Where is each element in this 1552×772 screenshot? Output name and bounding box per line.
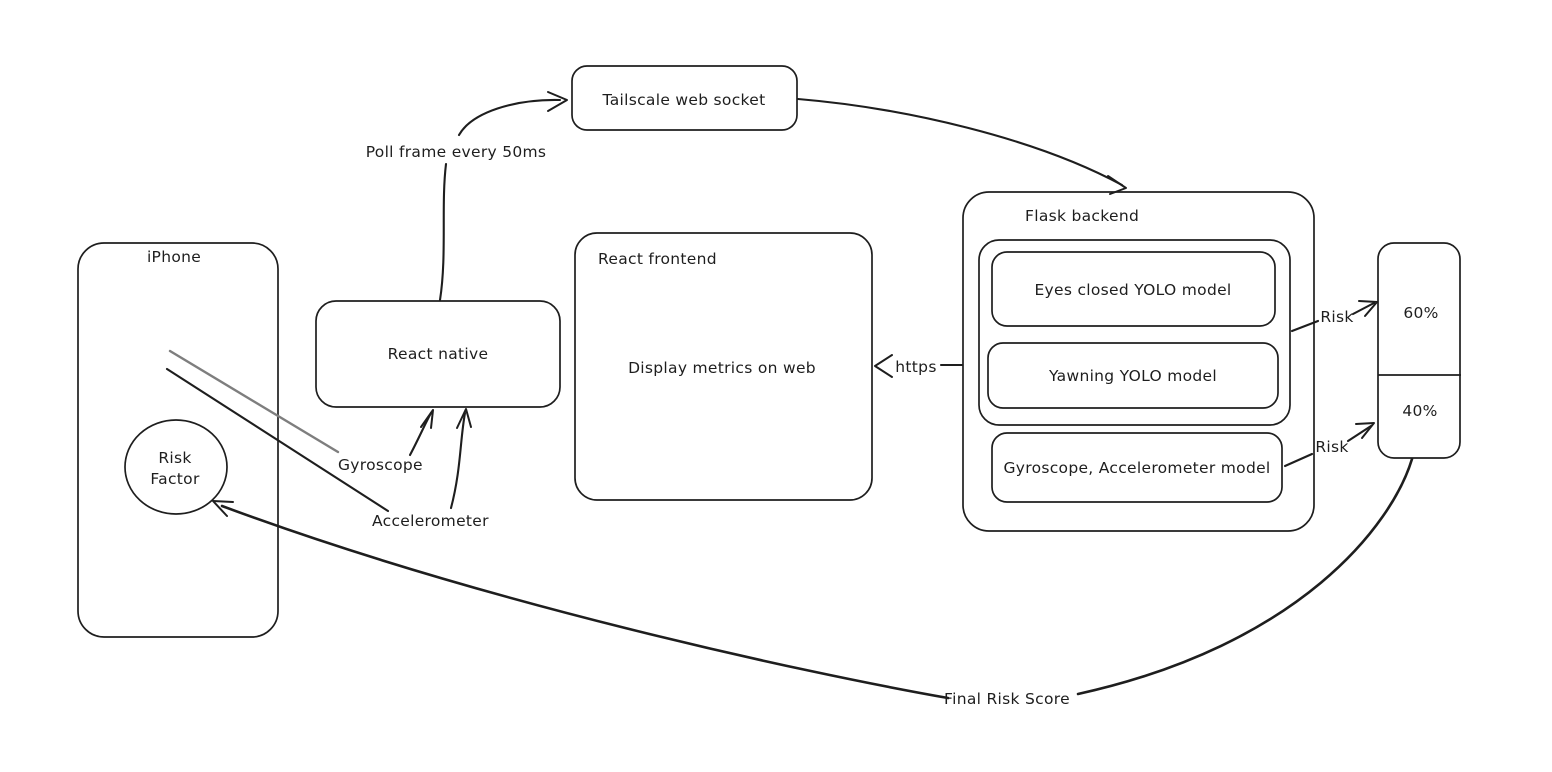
tailscale-to-flask-arrow	[796, 97, 1124, 187]
final-risk-arrowhead	[212, 500, 234, 517]
risk-bottom-arrowhead	[1355, 422, 1375, 439]
risk-factor-circle	[124, 419, 228, 515]
yawning-model-label: Yawning YOLO model	[1048, 367, 1217, 385]
gyro-accel-model-label: Gyroscope, Accelerometer model	[1003, 459, 1270, 477]
react-frontend-box	[574, 232, 873, 501]
gyroscope-line	[168, 349, 340, 454]
accelerometer-label: Accelerometer	[372, 512, 489, 530]
flask-backend-box	[962, 191, 1315, 532]
yolo-models-group-box	[978, 239, 1291, 426]
yawning-model-box	[987, 342, 1279, 409]
tailscale-box	[571, 65, 798, 131]
risk-factor-label-line1: Risk	[158, 449, 191, 467]
accelerometer-arrowhead	[456, 408, 472, 429]
tailscale-label: Tailscale web socket	[602, 91, 766, 109]
tailscale-to-flask-arrowhead	[1107, 175, 1127, 195]
risk-factor-label-line2: Factor	[150, 470, 200, 488]
risk-top-arrow	[1351, 301, 1376, 316]
risk-top-label: Risk	[1320, 308, 1353, 326]
eyes-closed-model-label: Eyes closed YOLO model	[1034, 281, 1231, 299]
poll-frame-arrow-upper	[457, 98, 562, 137]
score-top-value: 60%	[1403, 304, 1438, 322]
score-box	[1377, 242, 1461, 459]
iphone-box	[77, 242, 279, 638]
gyroscope-label: Gyroscope	[338, 456, 423, 474]
accelerometer-to-react-native-arrow	[449, 411, 467, 510]
poll-frame-label: Poll frame every 50ms	[366, 143, 547, 161]
final-risk-curve-right	[1076, 457, 1414, 696]
react-native-box	[315, 300, 561, 408]
poll-frame-arrow-lower	[438, 162, 448, 302]
risk-bottom-arrow	[1346, 424, 1373, 443]
accelerometer-line	[165, 367, 390, 513]
https-label: https	[895, 358, 936, 376]
iphone-label: iPhone	[147, 248, 201, 266]
react-frontend-body: Display metrics on web	[628, 359, 816, 377]
risk-top-connector	[1290, 319, 1320, 333]
risk-bottom-connector	[1283, 452, 1314, 468]
final-risk-curve-left	[220, 504, 950, 700]
score-bottom-value: 40%	[1402, 402, 1437, 420]
risk-top-arrowhead	[1358, 300, 1378, 317]
flask-backend-title: Flask backend	[1025, 207, 1139, 225]
react-frontend-title: React frontend	[598, 250, 717, 268]
react-native-label: React native	[388, 345, 489, 363]
gyro-accel-model-box	[991, 432, 1283, 503]
https-arrowhead	[874, 354, 893, 378]
final-risk-label: Final Risk Score	[944, 690, 1070, 708]
gyroscope-to-react-native-arrow	[408, 411, 433, 457]
gyroscope-arrowhead	[420, 409, 434, 429]
eyes-closed-model-box	[991, 251, 1276, 327]
poll-frame-arrowhead	[547, 91, 568, 112]
risk-bottom-label: Risk	[1315, 438, 1348, 456]
